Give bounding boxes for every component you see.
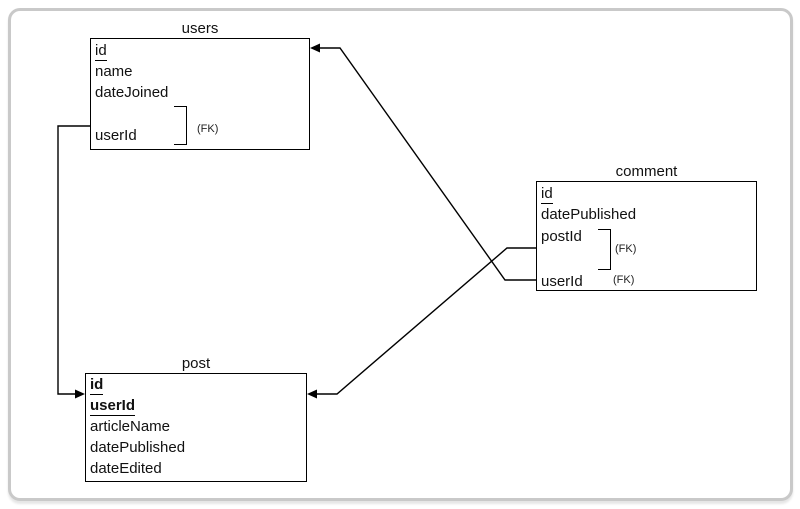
fk-label: (FK) <box>613 274 635 286</box>
field-post-dateedited: dateEdited <box>90 460 162 477</box>
table-users[interactable]: users id name dateJoined userId (FK) <box>90 20 310 150</box>
field-users-id: id <box>95 42 107 61</box>
field-post-articlename: articleName <box>90 418 171 435</box>
field-comment-id: id <box>541 185 553 204</box>
field-comment-userid: userId <box>541 273 583 290</box>
relation-comment-users[interactable] <box>310 43 536 281</box>
arrowhead-icon <box>75 389 85 399</box>
relation-line[interactable] <box>316 247 536 395</box>
relation-line[interactable] <box>319 47 536 281</box>
field-users-name: name <box>95 63 133 80</box>
field-post-id: id <box>90 376 104 395</box>
field-comment-postid: postId <box>541 228 582 245</box>
fk-label: (FK) <box>615 243 637 255</box>
relation-line[interactable] <box>57 125 90 395</box>
fk-bracket-icon <box>174 106 187 145</box>
field-post-datepublished: datePublished <box>90 439 186 456</box>
field-users-userid: userId <box>95 127 137 144</box>
field-users-datejoined: dateJoined <box>95 84 169 101</box>
table-post[interactable]: post id userId articleName datePublished… <box>85 355 307 482</box>
fk-label: (FK) <box>197 123 219 135</box>
relation-comment-post[interactable] <box>307 247 536 399</box>
arrowhead-icon <box>307 389 317 399</box>
table-title: users <box>181 20 219 37</box>
fk-bracket-icon <box>598 229 611 270</box>
arrowhead-icon <box>310 43 320 53</box>
table-comment[interactable]: comment id datePublished postId userId (… <box>536 163 757 291</box>
field-post-userid: userId <box>90 397 136 416</box>
field-comment-datepublished: datePublished <box>541 206 637 223</box>
table-title: post <box>181 355 211 372</box>
relation-users-post[interactable] <box>57 125 90 399</box>
table-title: comment <box>615 163 678 180</box>
